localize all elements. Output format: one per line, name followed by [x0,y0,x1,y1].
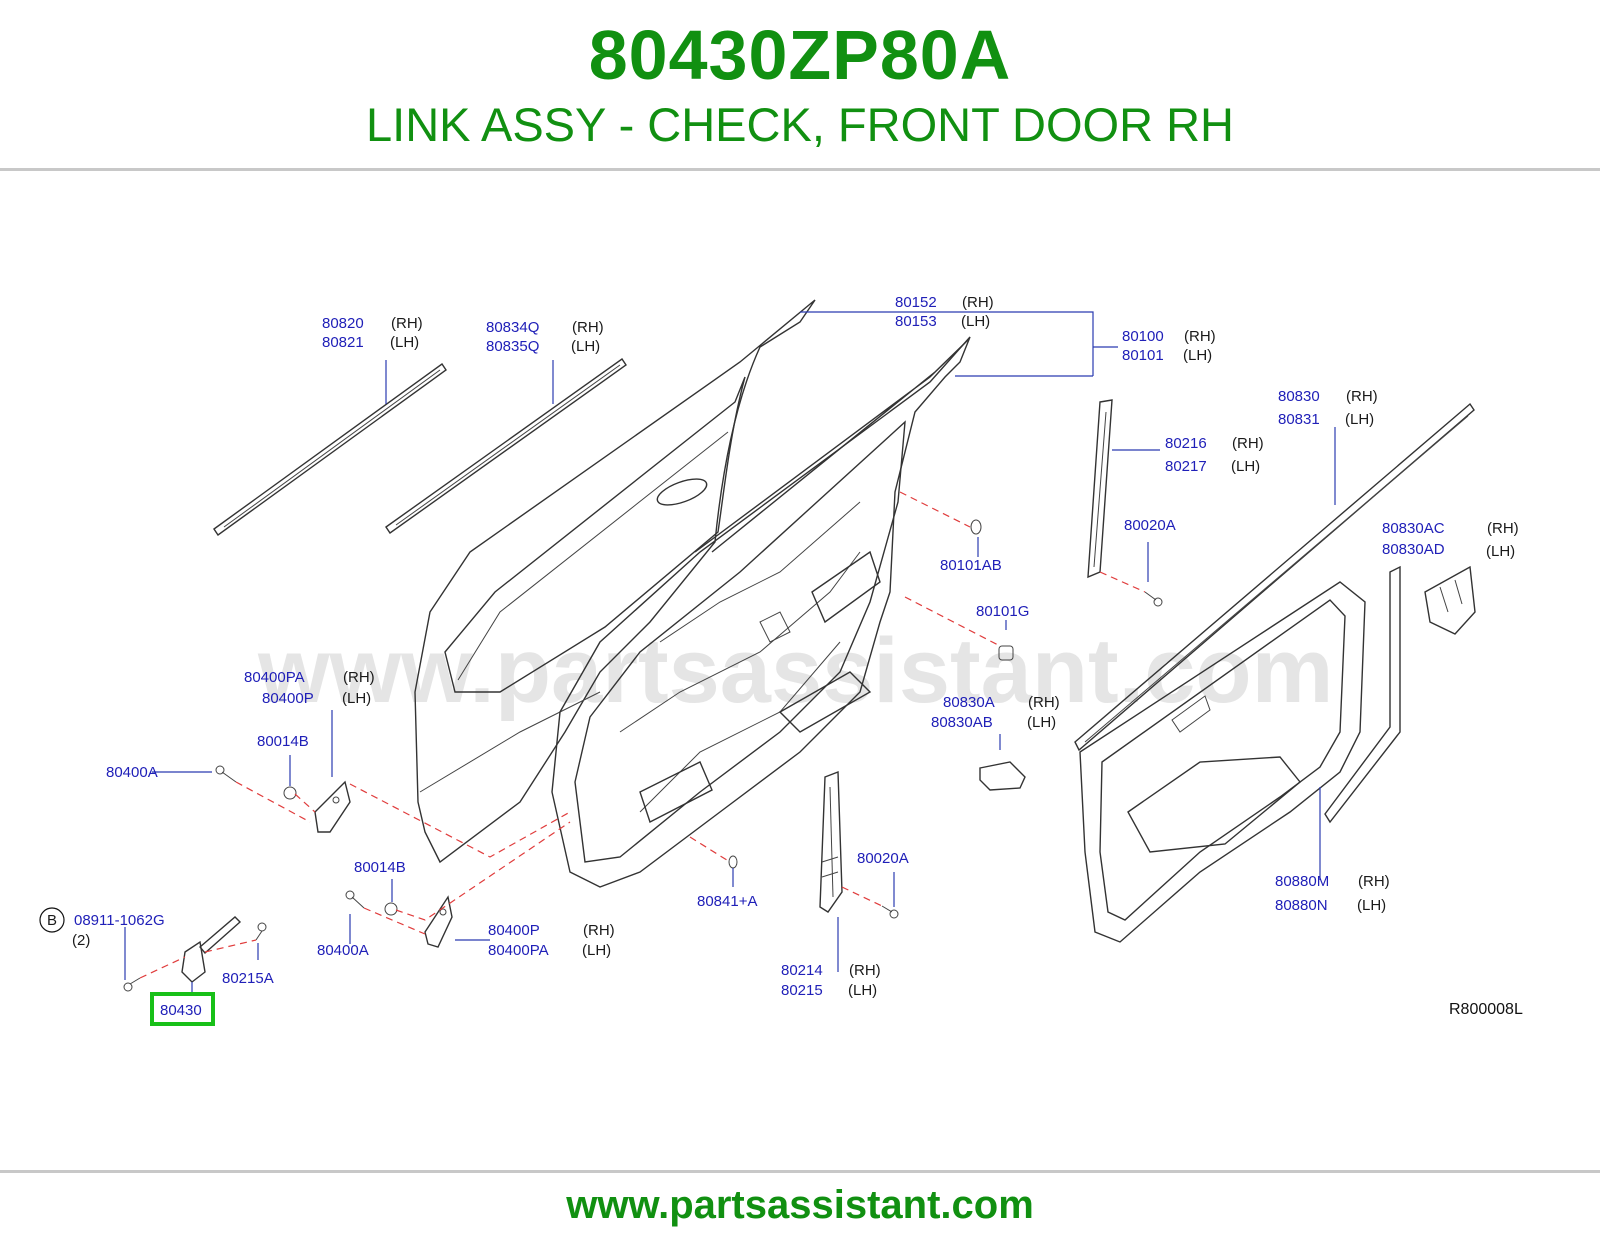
label-80153: 80153 [895,313,937,330]
label-80830AB: 80830AB [931,714,993,731]
label-80400A-top: 80400A [106,764,158,781]
label-80400P-bottom-side: (RH) [583,922,615,939]
label-80217-side: (LH) [1231,458,1260,475]
label-80020A-top: 80020A [1124,517,1176,534]
label-80101AB: 80101AB [940,557,1002,574]
label-80835Q: 80835Q [486,338,539,355]
grommet-80830A [979,761,1026,791]
part-number-title: 80430ZP80A [588,16,1012,94]
label-80830AD-side: (LH) [1486,543,1515,560]
hinge-upper [314,780,351,833]
installation-dashed-lines [139,491,1146,979]
label-80400PA-top: 80400PA [244,669,305,686]
label-80152-side: (RH) [962,294,994,311]
reference-marker-letter: B [47,912,57,929]
label-80101: 80101 [1122,347,1164,364]
label-80835Q-side: (LH) [571,338,600,355]
label-80215: 80215 [781,982,823,999]
label-80400P-top: 80400P [262,690,314,707]
glass-run-strip-80834Q [385,358,627,534]
hinge-lower [424,895,453,948]
weatherstrip-80880 [1079,581,1366,943]
label-80834Q-side: (RH) [572,319,604,336]
label-80830A-side: (RH) [1028,694,1060,711]
clip-80830AC [1424,565,1476,635]
weatherstrip-right-vertical [1324,565,1401,824]
label-80100-side: (RH) [1184,328,1216,345]
sash-piece-80214 [819,770,843,913]
label-80214-side: (RH) [849,962,881,979]
label-80880N-side: (LH) [1357,897,1386,914]
label-80400P-bottom: 80400P [488,922,540,939]
diagram-code: R800008L [1449,1001,1523,1018]
label-80153-side: (LH) [961,313,990,330]
parts-diagram: www.partsassistant.com [39,294,1523,1026]
label-80014B-top: 80014B [257,733,309,750]
door-inner-panel [551,336,971,888]
label-80214: 80214 [781,962,823,979]
label-80400P-top-side: (LH) [342,690,371,707]
part-description: LINK ASSY - CHECK, FRONT DOOR RH [366,98,1234,151]
label-80880M: 80880M [1275,873,1329,890]
label-80880M-side: (RH) [1358,873,1390,890]
label-80830: 80830 [1278,388,1320,405]
label-80101G: 80101G [976,603,1029,620]
label-80101-side: (LH) [1183,347,1212,364]
label-80430-highlighted: 80430 [160,1002,202,1019]
label-80831: 80831 [1278,411,1320,428]
label-80830AC-side: (RH) [1487,520,1519,537]
label-80216: 80216 [1165,435,1207,452]
label-80100: 80100 [1122,328,1164,345]
label-80020A-bottom: 80020A [857,850,909,867]
label-80831-side: (LH) [1345,411,1374,428]
watermark-text: www.partsassistant.com [257,620,1333,722]
highlight-box-80430 [150,992,215,1026]
page-header: 80430ZP80A LINK ASSY - CHECK, FRONT DOOR… [0,0,1600,168]
label-80841A: 80841+A [697,893,757,910]
label-80215-side: (LH) [848,982,877,999]
glass-run-strip-80820 [213,363,447,536]
label-80820-side: (RH) [391,315,423,332]
label-80830-side: (RH) [1346,388,1378,405]
label-80834Q: 80834Q [486,319,539,336]
label-80830AB-side: (LH) [1027,714,1056,731]
label-08911-qty: (2) [72,932,90,949]
leader-lines [124,311,1336,998]
door-frame-sash [694,339,969,553]
label-80400A-bottom: 80400A [317,942,369,959]
label-80830AD: 80830AD [1382,541,1445,558]
door-outer-panel [414,299,816,864]
label-80152: 80152 [895,294,937,311]
label-80215A: 80215A [222,970,274,987]
label-80821: 80821 [322,334,364,351]
weatherstrip-80830 [1074,402,1475,752]
label-80880N: 80880N [1275,897,1328,914]
header-divider [0,168,1600,171]
check-link-80430 [181,916,242,983]
label-80400PA-bottom: 80400PA [488,942,549,959]
label-80400PA-top-side: (RH) [343,669,375,686]
callout-labels: 80820 (RH) 80821 (LH) 80834Q (RH) 80835Q… [39,294,1523,1026]
label-80821-side: (LH) [390,334,419,351]
label-80830AC: 80830AC [1382,520,1445,537]
footer-site-url[interactable]: www.partsassistant.com [566,1183,1034,1227]
label-80217: 80217 [1165,458,1207,475]
label-80400PA-bottom-side: (LH) [582,942,611,959]
label-80820: 80820 [322,315,364,332]
label-08911-1062G: 08911-1062G [74,912,165,929]
label-80830A: 80830A [943,694,995,711]
reference-marker-circle [39,907,65,933]
label-80216-side: (RH) [1232,435,1264,452]
hardware-bolts [123,519,1163,992]
sash-pillar-80216 [1087,399,1113,579]
label-80014B-bottom: 80014B [354,859,406,876]
footer-divider [0,1170,1600,1173]
